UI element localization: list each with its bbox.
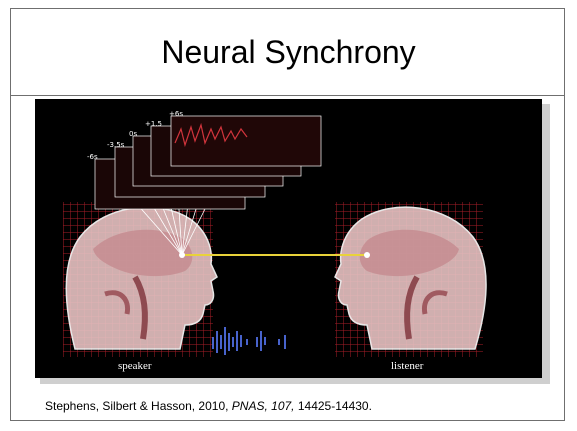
lag-label-minus-6s: -6s [87, 153, 98, 161]
neural-synchrony-figure: -6s -3.5s 0s +1.5 +6s speaker liste [35, 99, 542, 378]
citation: Stephens, Silbert & Hasson, 2010, PNAS, … [45, 399, 372, 413]
speech-waveform [213, 327, 285, 355]
lag-label-minus-3-5s: -3.5s [107, 141, 125, 149]
listener-label: listener [391, 360, 424, 372]
citation-journal: PNAS, [232, 399, 268, 413]
citation-pages: 14425-14430. [298, 399, 372, 413]
lag-label-plus-1-5: +1.5 [145, 120, 162, 128]
citation-volume: 107, [271, 399, 294, 413]
lag-label-plus-6s: +6s [169, 110, 183, 118]
lag-label-0s: 0s [129, 130, 137, 138]
listener-focus-point [364, 252, 370, 258]
citation-authors: Stephens, Silbert & Hasson, 2010, [45, 399, 228, 413]
speaker-focus-point [179, 252, 185, 258]
slide-title: Neural Synchrony [0, 33, 577, 71]
speaker-label: speaker [118, 360, 152, 372]
title-divider [10, 95, 565, 96]
